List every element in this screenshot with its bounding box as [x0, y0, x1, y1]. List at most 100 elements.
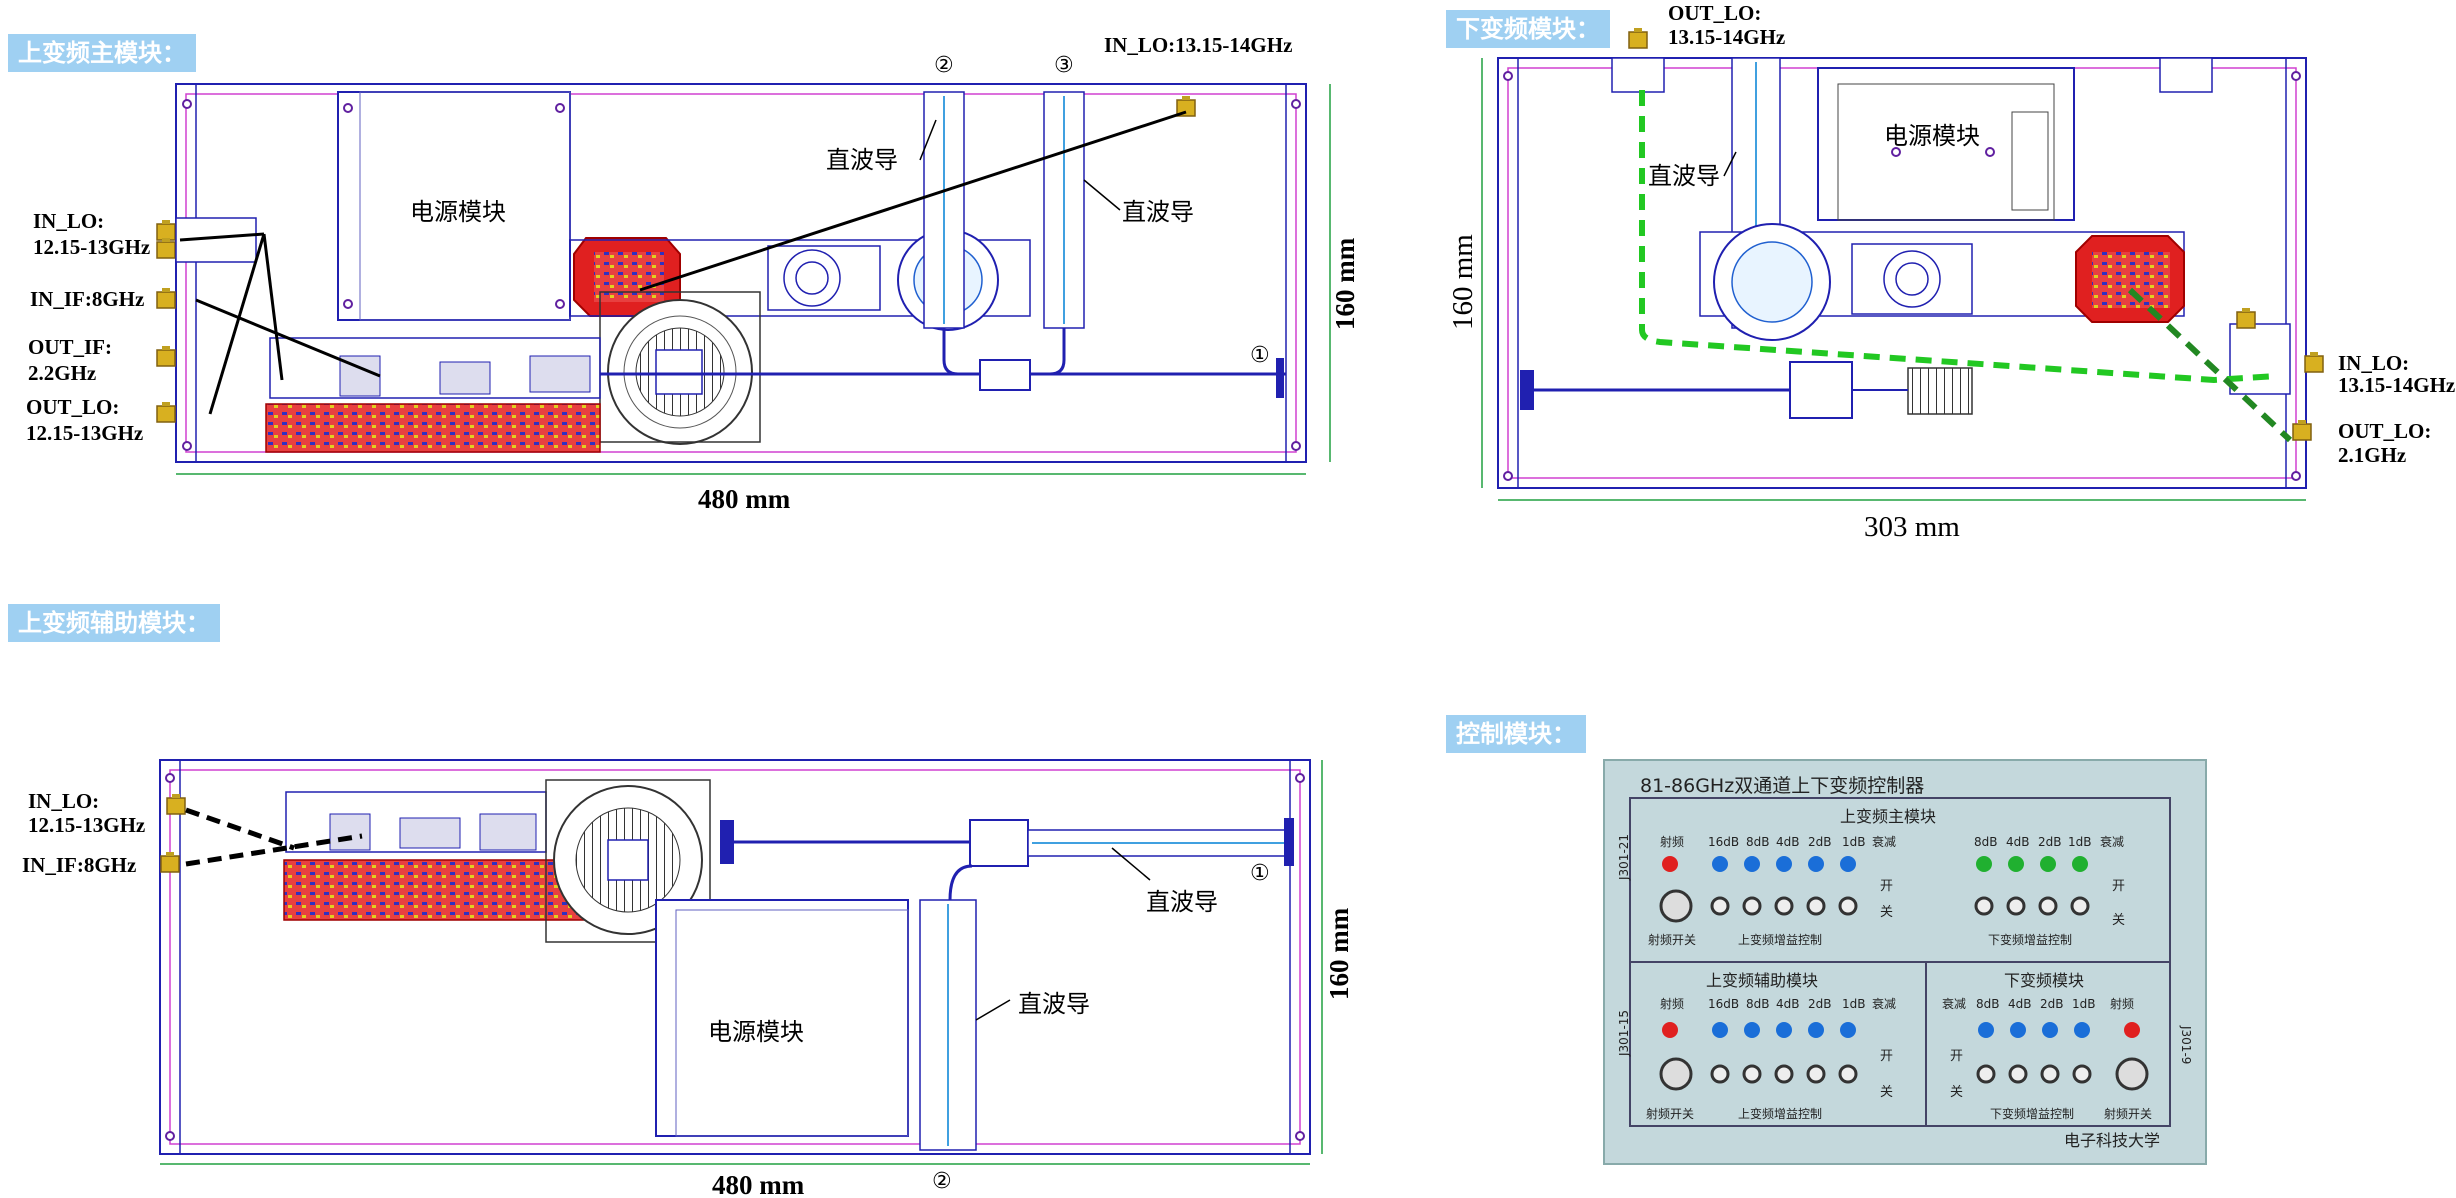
ctl-j2: J301-15	[1617, 1010, 1631, 1057]
ctl-j1: J301-21	[1617, 834, 1631, 881]
up-aux-height-label: 160 mm	[1324, 907, 1354, 1000]
ctl-toggle-1db-3[interactable]	[1838, 1064, 1858, 1084]
ctl-1db-3: 1dB	[1842, 997, 1865, 1011]
ctl-toggle-8db-3[interactable]	[1742, 1064, 1762, 1084]
ctl-on-1: 开	[1880, 879, 1893, 894]
down-out-lo-right-label-1: OUT_LO:	[2338, 419, 2431, 443]
down-out-lo-right-label-2: 2.1GHz	[2338, 443, 2406, 467]
up-aux-in-if-label: IN_IF:8GHz	[22, 853, 136, 877]
up-main-in-lo-label-1: IN_LO:	[33, 209, 104, 233]
ctl-2db-4: 2dB	[2040, 997, 2063, 1011]
up-main-in-lo-top-label: IN_LO:13.15-14GHz	[1104, 33, 1292, 57]
ctl-rf-3: 射频	[1660, 996, 1684, 1011]
section-title-control: 控制模块：	[1446, 715, 1586, 753]
ctl-rf-switch-3[interactable]	[1659, 1057, 1693, 1091]
section-title-down: 下变频模块：	[1446, 10, 1610, 48]
ctl-toggle-8db-1[interactable]	[1742, 896, 1762, 916]
ctl-toggle-8db-4[interactable]	[1976, 1064, 1996, 1084]
ctl-16db-3: 16dB	[1708, 997, 1739, 1011]
ctl-4db-3: 4dB	[1776, 997, 1799, 1011]
ctl-1db-2: 1dB	[2068, 835, 2091, 849]
up-main-module: IN_LO: 12.15-13GHz IN_IF:8GHz OUT_IF: 2.…	[26, 33, 1360, 514]
up-main-out-lo-label-1: OUT_LO:	[26, 395, 119, 419]
up-aux-mark-2: ②	[932, 1169, 952, 1194]
ctl-toggle-16db-3[interactable]	[1710, 1064, 1730, 1084]
up-aux-mark-1: ①	[1250, 861, 1270, 886]
ctl-toggle-1db-1[interactable]	[1838, 896, 1858, 916]
ctl-rf-switch-label-4: 射频开关	[2104, 1106, 2152, 1121]
up-main-out-lo-label-2: 12.15-13GHz	[26, 421, 143, 445]
down-in-lo-label-2: 13.15-14GHz	[2338, 373, 2455, 397]
ctl-toggle-16db-1[interactable]	[1710, 896, 1730, 916]
ctl-8db-1: 8dB	[1746, 835, 1769, 849]
ctl-on-2: 开	[2112, 879, 2125, 894]
control-up-main-label: 上变频主模块	[1840, 807, 1936, 826]
ctl-off-3: 关	[1880, 1085, 1893, 1100]
ctl-on-3: 开	[1880, 1049, 1893, 1064]
ctl-up-gain-label-1: 上变频增益控制	[1738, 932, 1822, 947]
up-main-in-lo-label-2: 12.15-13GHz	[33, 235, 150, 259]
ctl-j3: J301-9	[2179, 1025, 2193, 1064]
ctl-rf-switch-1[interactable]	[1659, 889, 1693, 923]
ctl-8db-4: 8dB	[1976, 997, 1999, 1011]
ctl-on-4: 开	[1950, 1049, 1963, 1064]
ctl-4db-1: 4dB	[1776, 835, 1799, 849]
down-power-box	[1817, 67, 2075, 221]
up-main-mark-2: ②	[934, 53, 954, 78]
ctl-2db-1: 2dB	[1808, 835, 1831, 849]
ctl-down-gain-label-4: 下变频增益控制	[1990, 1106, 2074, 1121]
ctl-2db-2: 2dB	[2038, 835, 2061, 849]
ctl-toggle-2db-1[interactable]	[1806, 896, 1826, 916]
up-aux-waveguide-label-a: 直波导	[1146, 888, 1218, 916]
ctl-rf-4: 射频	[2110, 996, 2134, 1011]
ctl-toggle-4db-2[interactable]	[2006, 896, 2026, 916]
up-main-mark-3: ③	[1054, 53, 1074, 78]
control-panel: 81-86GHz双通道上下变频控制器 上变频主模块 上变频辅助模块 下变频模块 …	[1603, 759, 2207, 1165]
up-main-waveguide-label-b: 直波导	[1122, 198, 1194, 226]
ctl-toggle-4db-4[interactable]	[2008, 1064, 2028, 1084]
control-down-label: 下变频模块	[2004, 971, 2084, 990]
ctl-rf-switch-label-1: 射频开关	[1648, 932, 1696, 947]
ctl-toggle-4db-3[interactable]	[1774, 1064, 1794, 1084]
ctl-toggle-4db-1[interactable]	[1774, 896, 1794, 916]
ctl-4db-2: 4dB	[2006, 835, 2029, 849]
ctl-2db-3: 2dB	[1808, 997, 1831, 1011]
down-module: OUT_LO: 13.15-14GHz 电源模块 直波导 IN_LO: 13.1…	[1447, 1, 2455, 543]
ctl-toggle-2db-4[interactable]	[2040, 1064, 2060, 1084]
up-main-in-if-label: IN_IF:8GHz	[30, 287, 144, 311]
up-aux-module: IN_LO: 12.15-13GHz IN_IF:8GHz 电源模块 直波导 直…	[22, 759, 1354, 1198]
ctl-toggle-8db-2[interactable]	[1974, 896, 1994, 916]
down-width-label: 303 mm	[1864, 511, 1960, 543]
ctl-down-gain-label-1: 下变频增益控制	[1988, 932, 2072, 947]
control-up-aux-label: 上变频辅助模块	[1706, 971, 1818, 990]
ctl-rf-switch-4[interactable]	[2115, 1057, 2149, 1091]
up-aux-waveguide-label-b: 直波导	[1018, 990, 1090, 1018]
ctl-attn-1: 衰减	[1872, 834, 1896, 849]
up-main-out-if-label-2: 2.2GHz	[28, 361, 96, 385]
down-in-lo-label-1: IN_LO:	[2338, 351, 2409, 375]
up-main-out-if-label-1: OUT_IF:	[28, 335, 112, 359]
ctl-attn-2: 衰减	[2100, 834, 2124, 849]
up-aux-in-lo-label-1: IN_LO:	[28, 789, 99, 813]
ctl-off-4: 关	[1950, 1085, 1963, 1100]
down-if-path	[2127, 287, 2293, 443]
ctl-8db-3: 8dB	[1746, 997, 1769, 1011]
down-lo-path	[1639, 90, 2277, 384]
ctl-1db-4: 1dB	[2072, 997, 2095, 1011]
ctl-4db-4: 4dB	[2008, 997, 2031, 1011]
ctl-led-rf-1	[1662, 856, 1678, 872]
ctl-toggle-2db-2[interactable]	[2038, 896, 2058, 916]
ctl-attn-3: 衰减	[1872, 996, 1896, 1011]
up-main-height-label: 160 mm	[1330, 237, 1360, 330]
up-aux-width-label: 480 mm	[712, 1170, 805, 1198]
up-main-power-box	[337, 91, 571, 321]
ctl-toggle-2db-3[interactable]	[1806, 1064, 1826, 1084]
up-aux-in-lo-label-2: 12.15-13GHz	[28, 813, 145, 837]
ctl-off-1: 关	[1880, 905, 1893, 920]
ctl-toggle-1db-2[interactable]	[2070, 896, 2090, 916]
down-height-label: 160 mm	[1447, 234, 1479, 330]
ctl-toggle-1db-4[interactable]	[2072, 1064, 2092, 1084]
section-title-up-main: 上变频主模块：	[8, 34, 196, 72]
ctl-1db-1: 1dB	[1842, 835, 1865, 849]
